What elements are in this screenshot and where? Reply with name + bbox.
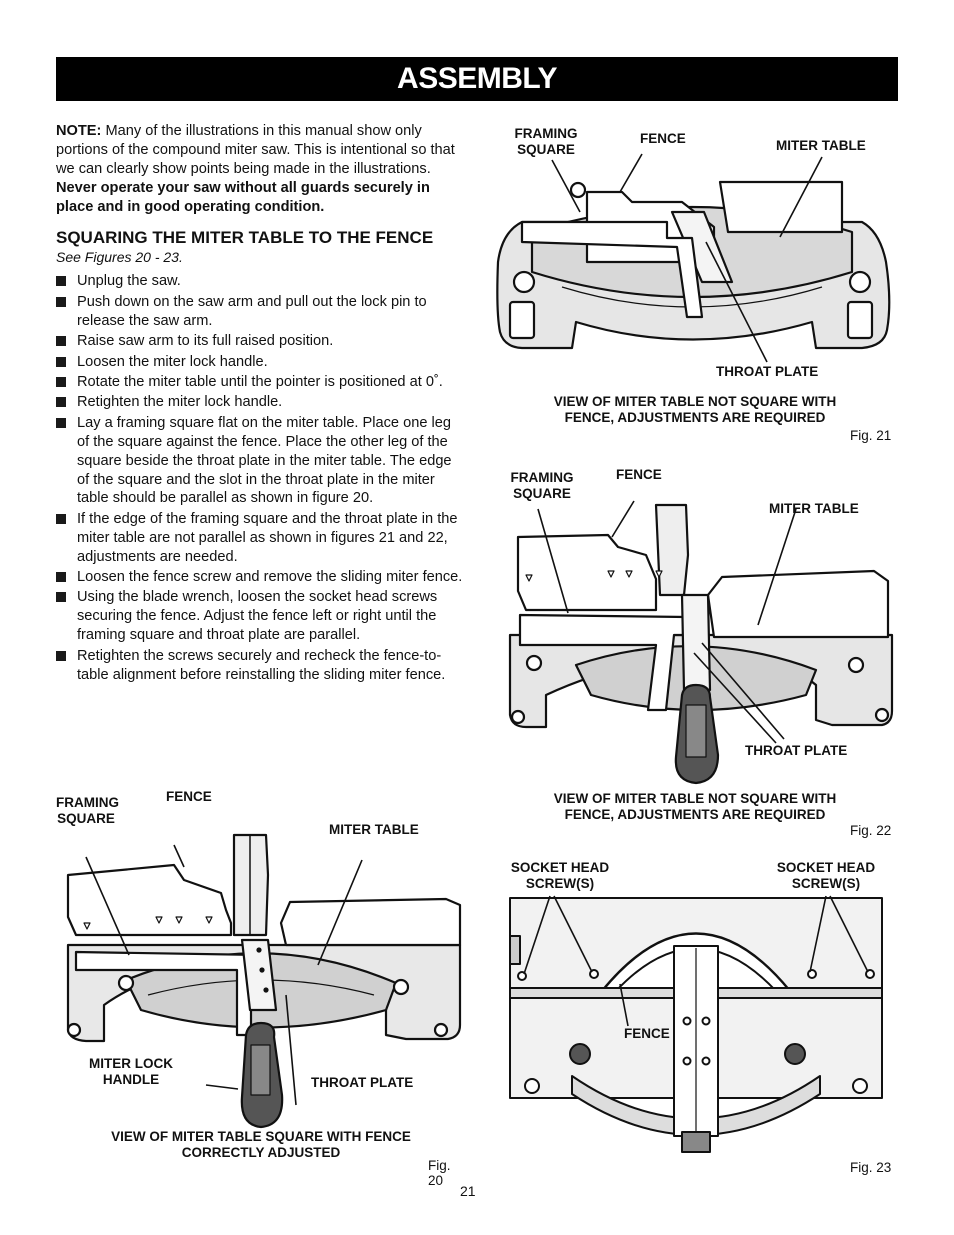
figure-23: SOCKET HEAD SCREW(S) SOCKET HEAD SCREW(S…: [490, 858, 898, 1188]
label-fence: FENCE: [640, 131, 686, 146]
bullet-square-icon: [56, 513, 66, 524]
note-text: Many of the illustrations in this manual…: [56, 123, 455, 177]
miter-saw-illustration-fig21: [496, 153, 891, 363]
bullet-square-icon: [56, 650, 66, 661]
figure-caption: VIEW OF MITER TABLE SQUARE WITH FENCE CO…: [111, 1129, 411, 1160]
figure-21: FRAMING SQUARE FENCE MITER TABLE THROAT …: [490, 122, 898, 447]
figure-number: Fig. 21: [850, 428, 892, 443]
label-framing-square: FRAMING SQUARE: [510, 470, 574, 501]
list-item: Retighten the miter lock handle.: [56, 393, 466, 412]
list-item: Unplug the saw.: [56, 272, 466, 291]
list-item: Loosen the fence screw and remove the sl…: [56, 568, 466, 587]
bullet-square-icon: [56, 296, 66, 307]
label-fence: FENCE: [624, 1026, 670, 1041]
note-warning: Never operate your saw without all guard…: [56, 179, 430, 215]
page-number: 21: [460, 1183, 476, 1199]
see-figures: See Figures 20 - 23.: [56, 248, 183, 265]
figure-number: Fig. 22: [850, 823, 892, 838]
bullet-square-icon: [56, 376, 66, 387]
bullet-square-icon: [56, 356, 66, 367]
list-item: Using the blade wrench, loosen the socke…: [56, 588, 466, 645]
bullet-square-icon: [56, 592, 66, 603]
bullet-square-icon: [56, 336, 66, 347]
figure-22: FRAMING SQUARE FENCE MITER TABLE THROAT …: [490, 465, 898, 845]
bullet-square-icon: [56, 276, 66, 287]
figure-number: Fig. 23: [850, 1160, 892, 1175]
bullet-square-icon: [56, 417, 66, 428]
page-title: ASSEMBLY: [56, 57, 898, 101]
label-socket-head-screws-right: SOCKET HEAD SCREW(S): [776, 860, 876, 891]
list-item: If the edge of the framing square and th…: [56, 510, 466, 567]
section-heading: SQUARING THE MITER TABLE TO THE FENCE: [56, 227, 434, 247]
figure-caption: VIEW OF MITER TABLE NOT SQUARE WITH FENC…: [553, 791, 837, 822]
list-item: Push down on the saw arm and pull out th…: [56, 293, 466, 331]
label-miter-table: MITER TABLE: [329, 822, 419, 837]
list-item: Lay a framing square flat on the miter t…: [56, 414, 466, 509]
label-throat-plate: THROAT PLATE: [745, 743, 848, 758]
label-framing-square: FRAMING SQUARE: [514, 126, 578, 157]
figure-20: FRAMING SQUARE FENCE MITER TABLE MITER L…: [56, 785, 466, 1188]
instructions-column: NOTE: Many of the illustrations in this …: [56, 122, 466, 686]
list-item: Raise saw arm to its full raised positio…: [56, 332, 466, 351]
label-socket-head-screws-left: SOCKET HEAD SCREW(S): [510, 860, 610, 891]
figure-caption: VIEW OF MITER TABLE NOT SQUARE WITH FENC…: [553, 394, 837, 425]
step-list: Unplug the saw. Push down on the saw arm…: [56, 272, 466, 684]
figure-number: Fig. 20: [428, 1158, 451, 1188]
bullet-square-icon: [56, 572, 66, 583]
label-miter-lock-handle: MITER LOCK HANDLE: [89, 1056, 173, 1087]
label-miter-table: MITER TABLE: [776, 138, 866, 153]
list-item: Retighten the screws securely and rechec…: [56, 647, 466, 685]
list-item: Loosen the miter lock handle.: [56, 353, 466, 372]
label-fence: FENCE: [616, 467, 662, 482]
miter-saw-top-view-illustration-fig23: [509, 895, 883, 1153]
label-framing-square: FRAMING SQUARE: [56, 795, 119, 826]
list-item: Rotate the miter table until the pointer…: [56, 373, 466, 392]
label-throat-plate: THROAT PLATE: [716, 364, 819, 379]
note-label: NOTE:: [56, 123, 102, 139]
note-paragraph: NOTE: Many of the illustrations in this …: [56, 122, 466, 217]
miter-saw-illustration-fig22: [508, 500, 894, 785]
bullet-square-icon: [56, 397, 66, 408]
label-miter-table: MITER TABLE: [769, 501, 859, 516]
label-throat-plate: THROAT PLATE: [311, 1075, 414, 1090]
miter-saw-illustration-fig20: [66, 833, 462, 1129]
label-fence: FENCE: [166, 789, 212, 804]
